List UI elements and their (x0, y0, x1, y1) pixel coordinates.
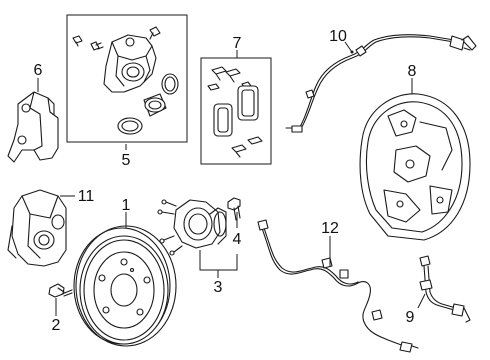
caliper-kit-box (66, 14, 188, 143)
brake-pads-and-clips (207, 66, 263, 158)
abs-sensor-harness-lower (257, 219, 419, 353)
callout-4: 4 (233, 231, 242, 248)
callout-1: 1 (122, 197, 131, 214)
callout-8: 8 (408, 63, 417, 80)
brake-caliper (103, 26, 161, 93)
rotor-retaining-screw (48, 283, 73, 298)
callout-2: 2 (52, 317, 61, 334)
brake-pad-kit-box (200, 57, 272, 165)
callout-9: 9 (406, 309, 415, 326)
wheel-speed-sensor-harness (285, 34, 477, 133)
callout-10: 10 (329, 28, 347, 45)
callout-7: 7 (233, 35, 242, 52)
brake-backing-plate (359, 93, 471, 241)
caliper-bracket (7, 91, 59, 163)
callout-11: 11 (78, 188, 95, 205)
callout-3: 3 (214, 279, 223, 296)
callout-5: 5 (122, 152, 131, 169)
callout-6: 6 (34, 62, 43, 79)
hub-and-bearing (157, 199, 227, 256)
rear-caliper-assembly (7, 189, 67, 267)
guide-pin-bushings (72, 35, 104, 51)
callout-12: 12 (321, 220, 339, 237)
caliper-seals-and-piston (117, 73, 179, 135)
leader-lines (37, 41, 426, 316)
hub-mounting-bolt (227, 197, 241, 221)
brake-rotor (73, 225, 177, 347)
brake-hose (419, 255, 471, 323)
